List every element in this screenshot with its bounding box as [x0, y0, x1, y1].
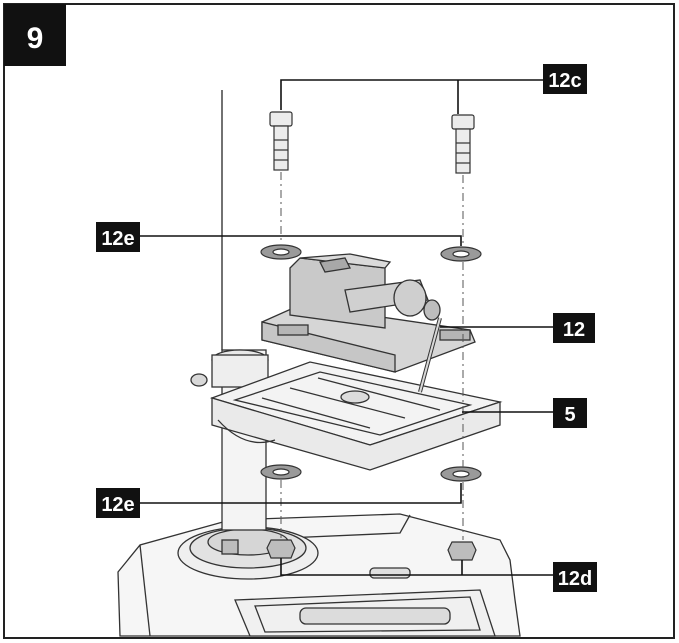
callout-5: 5	[553, 398, 587, 428]
washer-top-right	[440, 246, 482, 262]
washer-top-left	[260, 244, 302, 260]
callout-12d: 12d	[553, 562, 597, 592]
washer-bottom-right	[440, 466, 482, 482]
callout-12c: 12c	[543, 64, 587, 94]
washer-bottom-left	[260, 464, 302, 480]
bolt-right	[451, 114, 475, 174]
nut-right	[447, 541, 477, 561]
drill-table	[209, 361, 503, 471]
figure-number: 9	[27, 22, 44, 55]
bolt-left	[269, 111, 293, 171]
figure-number-badge: 9	[4, 4, 66, 66]
callout-12e-top: 12e	[96, 222, 140, 252]
machine-vice	[261, 253, 476, 393]
callout-12e-top-label: 12e	[101, 228, 134, 250]
nut-left	[266, 539, 296, 559]
callout-5-label: 5	[564, 404, 575, 426]
callout-12-label: 12	[563, 319, 585, 341]
alignment-lines	[280, 172, 464, 540]
callout-12: 12	[553, 313, 595, 343]
callout-12c-label: 12c	[548, 70, 581, 92]
callout-12e-bottom: 12e	[96, 488, 140, 518]
leader-lines	[140, 79, 553, 576]
callout-12d-label: 12d	[558, 568, 592, 590]
callout-12e-bottom-label: 12e	[101, 494, 134, 516]
